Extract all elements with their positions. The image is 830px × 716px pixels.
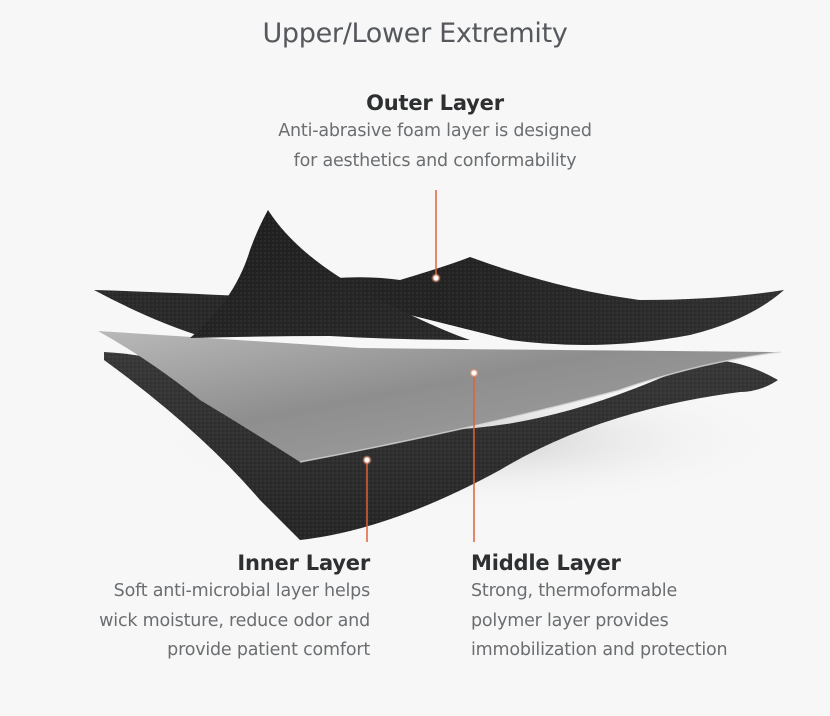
- middle-layer-desc-line: Strong, thermoformable: [471, 581, 678, 601]
- outer-layer-desc-line: for aesthetics and conformability: [293, 150, 577, 171]
- outer-layer-heading: Outer Layer: [366, 91, 504, 115]
- inner-layer-desc-line: wick moisture, reduce odor and: [99, 610, 370, 631]
- outer-layer-callout: Outer Layer Anti-abrasive foam layer is …: [180, 89, 690, 176]
- inner-layer-callout: Inner Layer Soft anti-microbial layer he…: [30, 549, 370, 666]
- middle-layer-desc-line: polymer layer provides: [471, 610, 669, 631]
- page-title: Upper/Lower Extremity: [262, 18, 568, 49]
- inner-layer-desc-line: Soft anti-microbial layer helps: [113, 581, 371, 601]
- middle-layer-callout: Middle Layer Strong, thermoformable poly…: [471, 549, 811, 666]
- outer-layer-shape: [94, 210, 784, 345]
- inner-layer-heading: Inner Layer: [237, 551, 370, 575]
- middle-layer-heading: Middle Layer: [471, 551, 621, 575]
- outer-layer-desc-line: Anti-abrasive foam layer is designed: [278, 121, 592, 141]
- middle-layer-desc-line: immobilization and protection: [471, 640, 728, 660]
- middle-layer-shape: [98, 331, 782, 463]
- inner-layer-shape: [104, 352, 778, 540]
- inner-layer-desc-line: provide patient comfort: [167, 640, 370, 660]
